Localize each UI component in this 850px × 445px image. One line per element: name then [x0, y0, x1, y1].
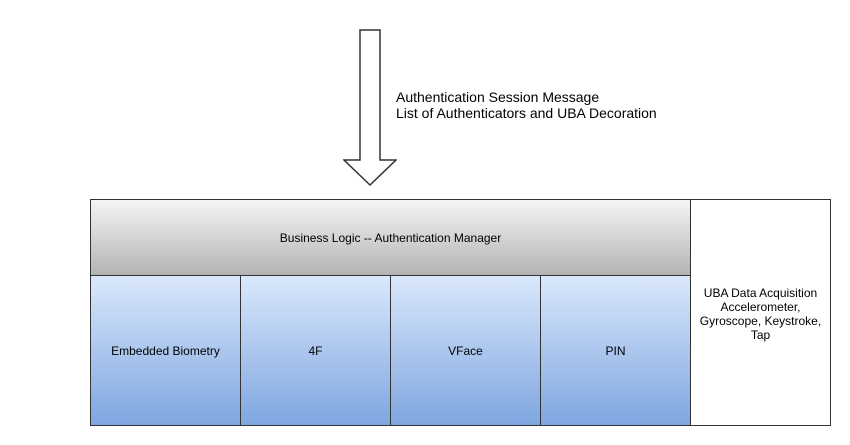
authenticator-4f: 4F — [240, 275, 391, 426]
session-message: Authentication Session Message List of A… — [396, 89, 657, 121]
uba-text: UBA Data Acquisition Accelerometer, Gyro… — [697, 286, 824, 342]
uba-line-1: UBA Data Acquisition — [703, 286, 818, 300]
authenticator-embedded-biometry: Embedded Biometry — [90, 275, 241, 426]
authenticator-label: PIN — [605, 343, 626, 358]
uba-line-4: Tap — [750, 328, 771, 342]
uba-line-3: Gyroscope, Keystroke, — [699, 314, 822, 328]
session-message-line-2: List of Authenticators and UBA Decoratio… — [396, 105, 657, 121]
session-message-line-1: Authentication Session Message — [396, 89, 600, 105]
authenticator-label: Embedded Biometry — [111, 343, 220, 358]
authenticator-label: VFace — [448, 343, 483, 358]
authenticator-label: 4F — [308, 343, 323, 358]
authenticator-vface: VFace — [390, 275, 541, 426]
authenticator-pin: PIN — [540, 275, 691, 426]
uba-line-2: Accelerometer, — [720, 300, 801, 314]
business-logic-label: Business Logic -- Authentication Manager — [279, 230, 502, 245]
business-logic-box: Business Logic -- Authentication Manager — [90, 199, 691, 276]
uba-data-acquisition-box: UBA Data Acquisition Accelerometer, Gyro… — [690, 199, 831, 426]
down-arrow-icon — [343, 29, 397, 187]
